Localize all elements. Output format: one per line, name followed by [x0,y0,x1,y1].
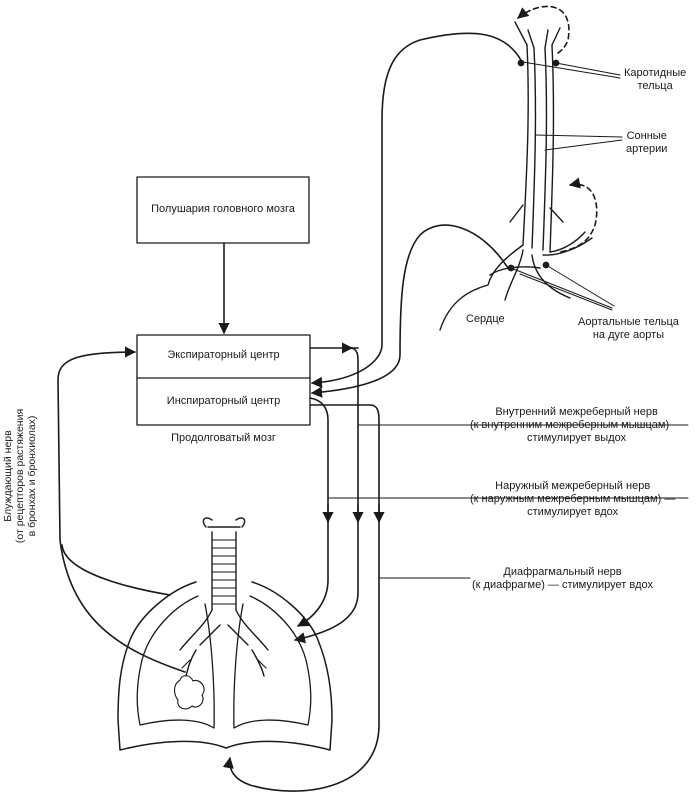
vagus-nerve [57,346,186,673]
carotid-dashed-arrow [517,5,570,56]
carotid-afferent-nerve [310,32,523,388]
phrenic-label: Диафрагмальный нерв(к диафрагме) — стиму… [472,566,654,591]
pointer-arteries [534,134,623,138]
trachea [179,517,269,677]
aortic-arch-heart [439,231,593,331]
lungs-inner-right [233,595,312,729]
phrenic-nerve [222,404,380,792]
alveoli [173,675,205,710]
vagus-nerve-label: Блуждающий нерв(от рецепторов растяжения… [2,408,38,544]
lungs-outline [117,581,333,751]
external-intercostal-label: Наружный межреберный нерв(к наружным меж… [470,480,676,518]
pointer-aortic-bodies [545,264,615,307]
pointer-carotid-bodies [522,61,621,79]
carotid-arteries [509,21,564,253]
aortic-afferent-nerve [310,224,509,398]
cerebral-hemispheres-box [136,176,310,244]
pointer-carotid-bodies [555,62,621,76]
carotid-body-dot [517,59,525,67]
lungs-inner-left [136,595,215,729]
pointer-aortic-bodies [519,273,613,311]
vagus-branch [61,544,171,596]
medulla-label: Продолговатый мозг [171,432,276,444]
pointer-arteries [544,139,623,151]
cerebral-hemispheres-label: Полушария головного мозга [151,203,295,215]
inspiratory-center-label: Инспираторный центр [166,395,281,407]
internal-intercostal-label: Внутренний межреберный нерв(к внутренним… [470,406,684,444]
internal-intercostal-nerve [293,347,359,644]
external-intercostal-nerve [297,397,329,627]
expiratory-center-label: Экспираторный центр [167,349,280,361]
pointer-aortic-bodies [510,267,613,309]
medulla-box [136,334,311,426]
heart-label: Сердце [466,313,505,325]
aortic-dashed-arrow [559,177,598,253]
